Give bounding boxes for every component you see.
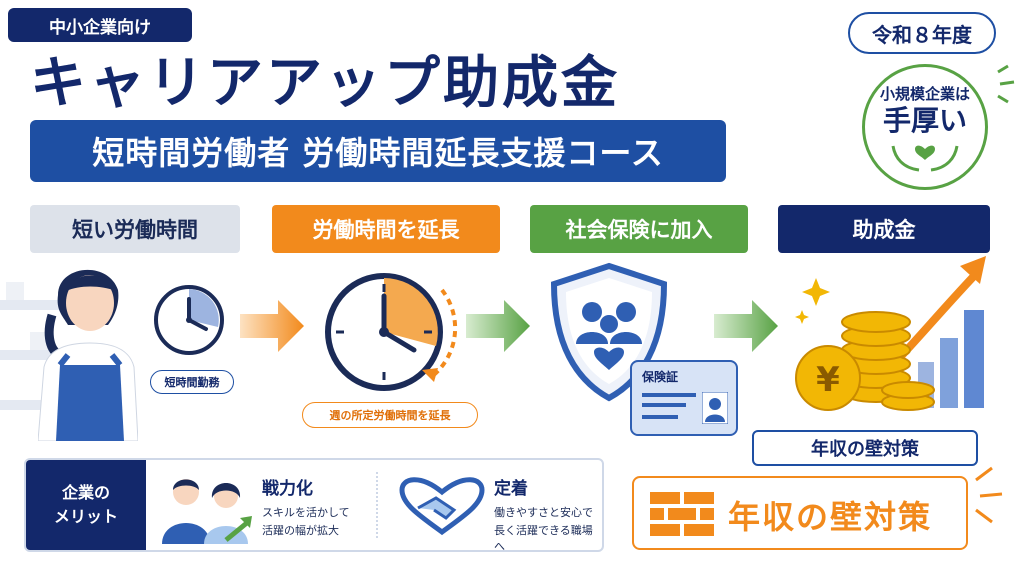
coins-growth-icon <box>795 256 986 411</box>
merit-heading-line2: メリット <box>53 507 118 526</box>
store-shelf-icon <box>0 282 60 410</box>
handshake-heart-icon <box>399 477 485 536</box>
merit-2-title: 定着 <box>494 479 528 499</box>
small-company-seal: 小規模企業は 手厚い <box>862 64 988 190</box>
year-badge: 令和８年度 <box>848 12 996 54</box>
target-badge: 中小企業向け <box>8 8 192 42</box>
sparkle-lines-icon <box>997 64 1015 104</box>
merit-heading-line1: 企業の <box>61 483 110 502</box>
step-3-label: 社会保険に加入 <box>530 205 748 253</box>
step-2-label: 労働時間を延長 <box>272 205 500 253</box>
merit-divider <box>376 472 378 538</box>
merit-1-line2: 活躍の幅が拡大 <box>262 524 339 537</box>
small-clock-icon <box>154 285 224 355</box>
merit-2-line1: 働きやすさと安心で <box>494 506 593 519</box>
merit-heading: 企業の メリット <box>26 460 146 550</box>
income-wall-label: 年収の壁対策 <box>728 498 933 536</box>
arrow-right-orange-icon <box>240 300 304 352</box>
worker-icon <box>38 269 138 441</box>
team-people-icon <box>162 479 252 544</box>
seal-line1: 小規模企業は <box>879 85 970 103</box>
merit-1-line1: スキルを活かして <box>262 506 350 519</box>
hands-heart-icon <box>891 145 959 172</box>
step-2-caption: 週の所定労働時間を延長 <box>302 402 478 428</box>
seal-line2: 手厚い <box>882 104 967 137</box>
insurance-card-label: 保険証 <box>642 370 679 384</box>
step-1-label: 短い労働時間 <box>30 205 240 253</box>
merit-1-title: 戦力化 <box>262 479 313 499</box>
arrow-right-green-2-icon <box>714 300 778 352</box>
income-wall-box: 年収の壁対策 <box>632 476 968 550</box>
emphasis-lines-icon <box>975 466 1003 524</box>
step-4-caption: 年収の壁対策 <box>752 430 978 466</box>
course-subtitle: 短時間労働者 労働時間延長支援コース <box>30 120 726 182</box>
merit-2-line2: 長く活躍できる職場へ <box>494 524 593 553</box>
page-title: キャリアアップ助成金 <box>30 51 620 116</box>
id-photo-icon <box>702 392 728 424</box>
step-1-caption: 短時間勤務 <box>150 370 234 394</box>
brick-wall-icon <box>650 492 714 536</box>
arrow-right-green-icon <box>466 300 530 352</box>
step-4-label: 助成金 <box>778 205 990 253</box>
yen-coin-symbol: ¥ <box>816 360 840 400</box>
merit-panel: 企業の メリット 戦力化 スキルを活かして 活躍の幅が拡大 定着 働きやすさと安… <box>24 458 604 553</box>
extended-clock-icon <box>325 273 458 391</box>
insurance-card: 保険証 <box>630 360 738 436</box>
